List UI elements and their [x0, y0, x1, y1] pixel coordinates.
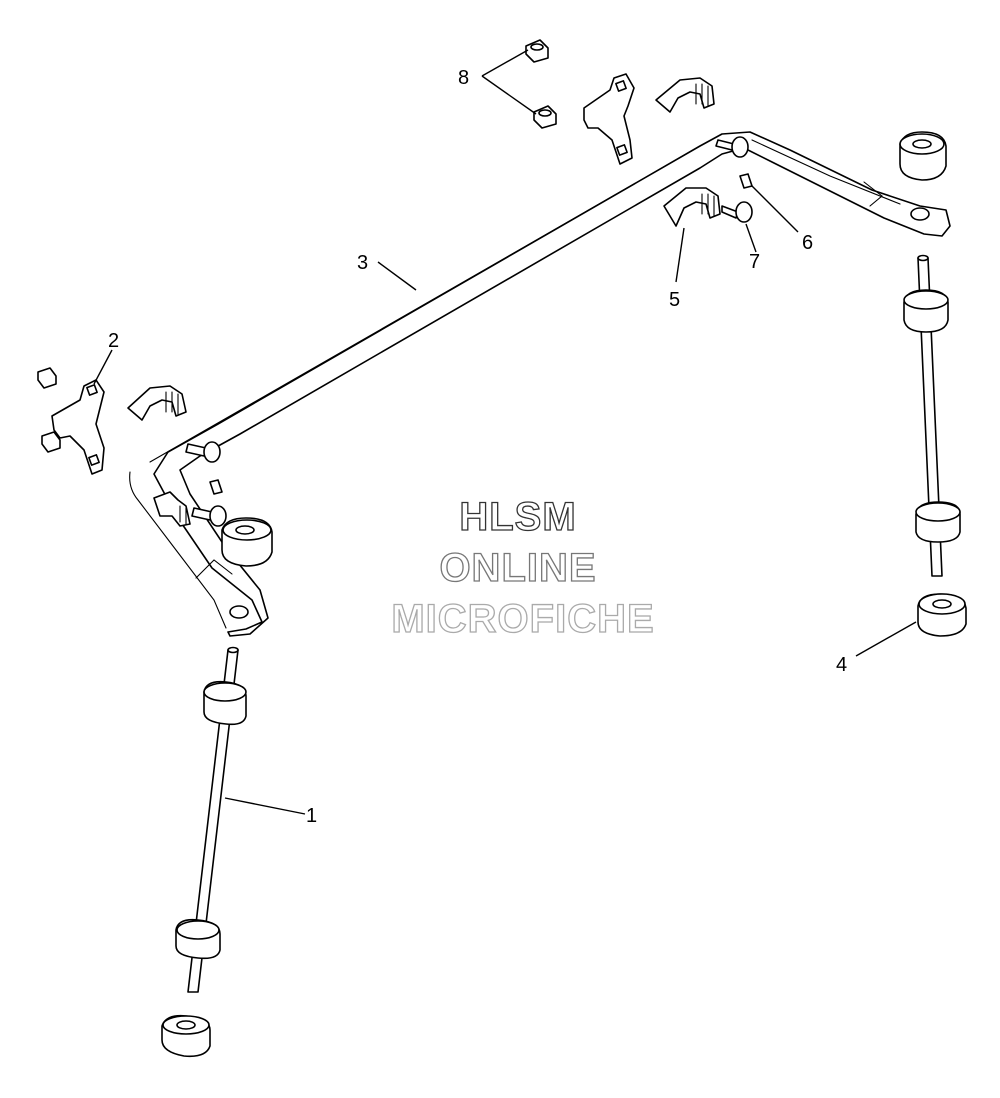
callout-2: 2 — [108, 330, 119, 352]
clamp-left — [37, 367, 105, 475]
drop-link-right — [899, 131, 961, 577]
nut-upper — [525, 39, 549, 63]
bush-left — [127, 385, 187, 421]
bushing-right — [917, 593, 967, 637]
set-screw-left — [209, 479, 223, 495]
callout-7: 7 — [749, 251, 760, 273]
leader-lines — [93, 49, 917, 815]
bush-5 — [663, 187, 721, 227]
nut-lower — [533, 105, 557, 129]
bolt-right — [721, 201, 753, 223]
callout-8: 8 — [458, 67, 469, 89]
callout-1: 1 — [306, 805, 317, 827]
watermark-line-1: HLSM — [459, 495, 576, 539]
callouts: 1 2 3 4 5 6 7 8 — [108, 67, 847, 827]
clamp-right — [583, 73, 635, 165]
callout-4: 4 — [836, 654, 847, 676]
drop-link-left — [161, 646, 247, 1058]
watermark-line-3: MICROFICHE — [391, 597, 654, 641]
bolt-upper-bar — [715, 136, 749, 158]
set-screw-right — [739, 173, 753, 189]
left-bracket-small — [153, 491, 191, 527]
watermark-line-2: ONLINE — [439, 546, 596, 590]
watermark: HLSM ONLINE MICROFICHE — [391, 494, 655, 641]
bolt-left-lower — [191, 505, 227, 527]
bush-right-upper — [655, 77, 715, 113]
bushing-left-upper — [221, 517, 273, 567]
callout-3: 3 — [357, 252, 368, 274]
callout-6: 6 — [802, 232, 813, 254]
bolt-left-bar — [185, 441, 221, 463]
callout-5: 5 — [669, 289, 680, 311]
stabilizer-bar — [129, 131, 951, 637]
